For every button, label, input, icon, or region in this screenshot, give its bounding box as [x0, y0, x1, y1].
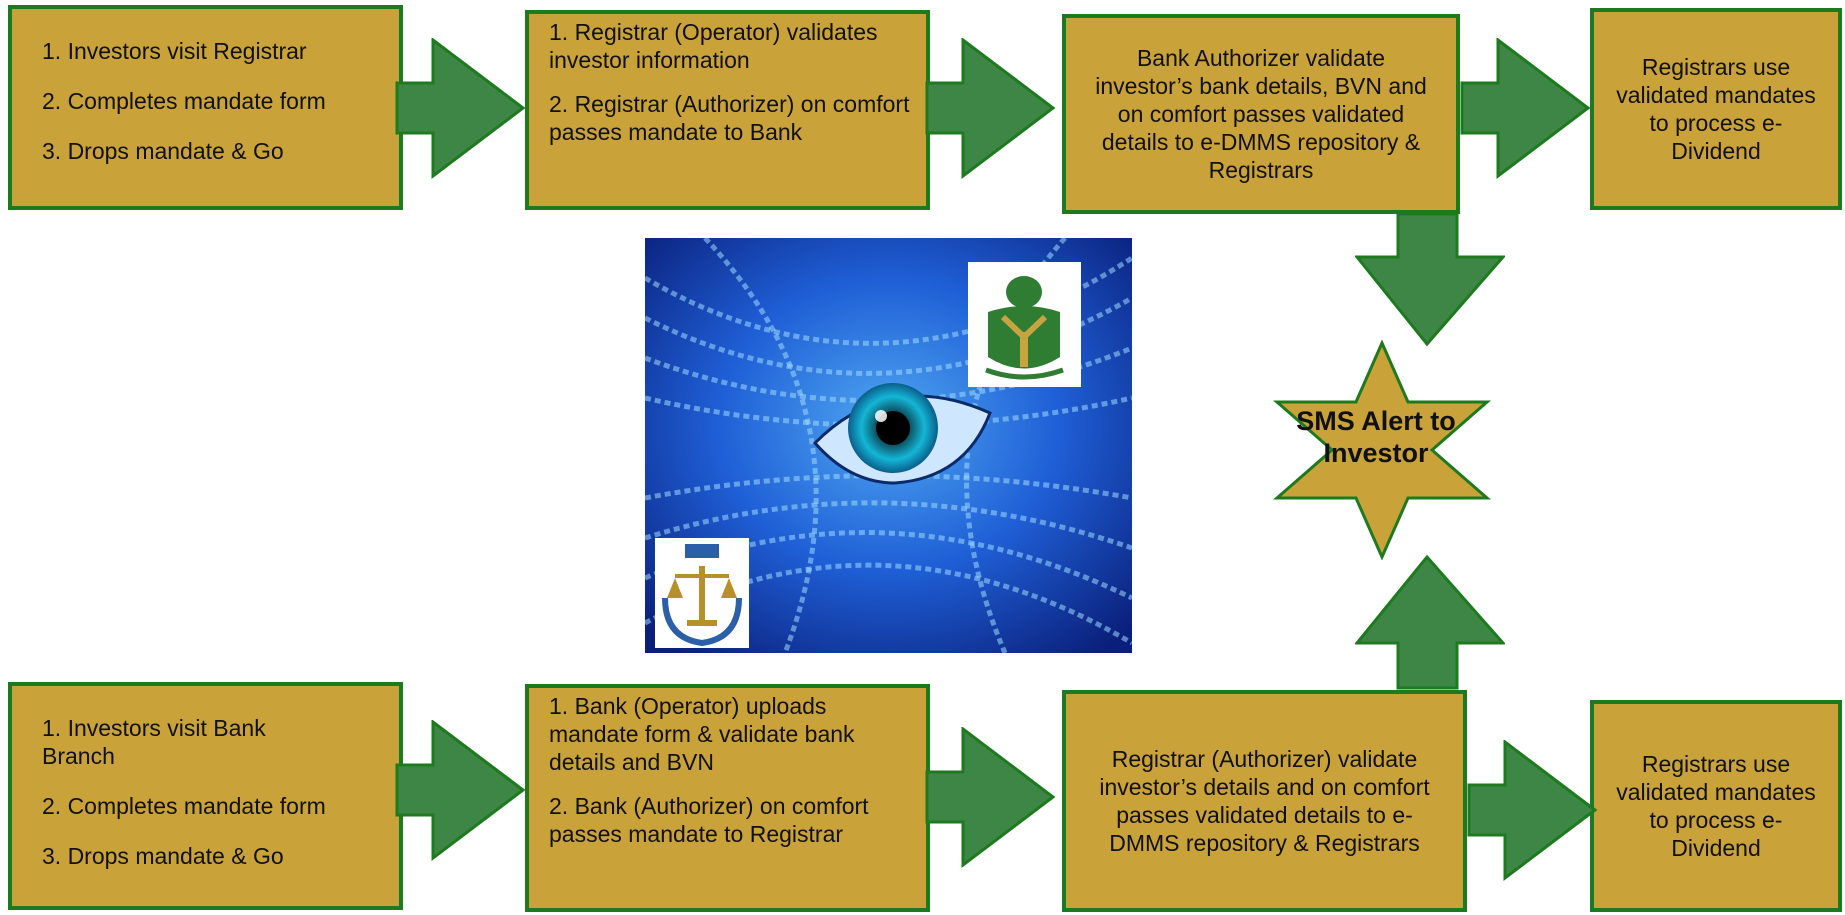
central-bank-crest-icon — [968, 262, 1081, 387]
bottom-step4-text: Registrars use validated mandates to pro… — [1616, 751, 1816, 861]
bottom-step1-box: 1. Investors visit Bank Branch 2. Comple… — [8, 682, 403, 910]
bottom-step2-box: 1. Bank (Operator) uploads mandate form … — [525, 684, 930, 912]
bottom-step2-line1: 1. Bank (Operator) uploads mandate form … — [549, 693, 855, 775]
up-arrow — [1355, 555, 1505, 690]
bottom-step1-line3: 3. Drops mandate & Go — [42, 843, 284, 869]
top-step2-box: 1. Registrar (Operator) validates invest… — [525, 10, 930, 210]
top-arrow-3 — [1460, 38, 1591, 180]
bottom-step3-text: Registrar (Authorizer) validate investor… — [1099, 746, 1430, 856]
top-step3-text: Bank Authorizer validate investor’s bank… — [1095, 45, 1427, 183]
top-step4-text: Registrars use validated mandates to pro… — [1616, 54, 1816, 164]
bottom-arrow-1 — [395, 720, 526, 862]
top-arrow-2 — [925, 38, 1056, 180]
bottom-step3-box: Registrar (Authorizer) validate investor… — [1062, 690, 1467, 912]
top-step1-line2: 2. Completes mandate form — [42, 88, 326, 114]
top-step1-line3: 3. Drops mandate & Go — [42, 138, 284, 164]
bottom-arrow-2 — [925, 727, 1056, 869]
sec-scales-of-justice-icon — [655, 538, 749, 648]
top-step3-box: Bank Authorizer validate investor’s bank… — [1062, 14, 1460, 214]
top-step2-line2: 2. Registrar (Authorizer) on comfort pas… — [549, 91, 910, 145]
bottom-step4-box: Registrars use validated mandates to pro… — [1590, 700, 1842, 912]
top-step1-box: 1. Investors visit Registrar 2. Complete… — [8, 5, 403, 210]
bottom-step1-line2: 2. Completes mandate form — [42, 793, 326, 819]
bottom-arrow-3 — [1467, 740, 1598, 882]
sms-alert-text: SMS Alert to Investor — [1296, 406, 1456, 468]
top-step4-box: Registrars use validated mandates to pro… — [1590, 8, 1842, 210]
down-arrow — [1355, 212, 1505, 347]
bottom-step2-line2: 2. Bank (Authorizer) on comfort passes m… — [549, 793, 869, 847]
top-step2-line1: 1. Registrar (Operator) validates invest… — [549, 19, 878, 73]
bottom-step1-line1: 1. Investors visit Bank Branch — [42, 715, 266, 769]
top-arrow-1 — [395, 38, 526, 180]
top-step1-line1: 1. Investors visit Registrar — [42, 38, 307, 64]
sms-alert-star — [1273, 340, 1491, 560]
